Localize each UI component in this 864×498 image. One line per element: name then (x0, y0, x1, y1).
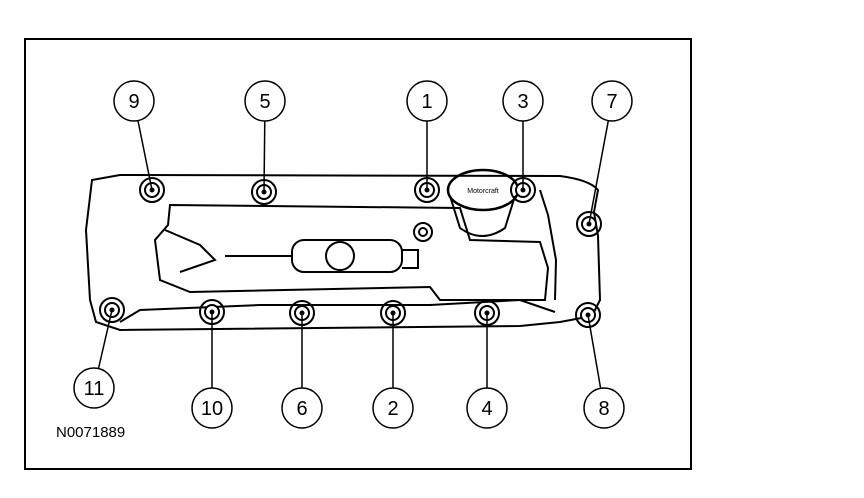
callout-label-5: 5 (259, 91, 270, 113)
breather-outlet (402, 249, 419, 269)
callout-label-2: 2 (387, 398, 398, 420)
callout-label-3: 3 (517, 91, 528, 113)
cover-channel (164, 229, 217, 273)
callout-circle-11 (73, 367, 115, 409)
callout-label-7: 7 (606, 91, 617, 113)
callout-label-9: 9 (128, 91, 139, 113)
callout-label-6: 6 (296, 398, 307, 420)
figure-id: N0071889 (56, 424, 126, 441)
callout-circle-6 (281, 387, 323, 429)
cover-lower-rib (119, 298, 556, 323)
callout-label-4: 4 (481, 398, 492, 420)
callout-layer: 1 2 3 4 5 6 7 8 9 10 11 (73, 80, 633, 429)
callout-circle-8 (583, 387, 625, 429)
leader-line-8 (587, 314, 602, 389)
callout-circle-9 (113, 80, 155, 122)
breather-port (325, 241, 355, 271)
bolt-boss-9 (139, 177, 165, 203)
callout-label-10: 10 (201, 398, 223, 420)
callout-label-11: 11 (84, 378, 105, 400)
bolt-boss-11 (99, 297, 125, 323)
callout-circle-4 (466, 387, 508, 429)
sensor-boss-inner (418, 227, 428, 237)
cover-ridge (153, 203, 550, 301)
callout-label-8: 8 (598, 398, 609, 420)
cover-outline (84, 173, 602, 332)
bolt-boss-8 (575, 302, 601, 328)
oil-filler-neck (449, 195, 516, 237)
callout-circle-1 (406, 80, 448, 122)
callout-circle-7 (591, 80, 633, 122)
sensor-boss (413, 222, 433, 242)
callout-label-1: 1 (421, 91, 432, 113)
callout-circle-10 (191, 387, 233, 429)
callout-circle-3 (502, 80, 544, 122)
leader-line-7 (588, 120, 610, 225)
valve-cover (84, 168, 602, 332)
leader-line-11 (97, 309, 113, 369)
leader-line-5 (263, 120, 266, 193)
oil-cap-emblem: Motorcraft (467, 188, 499, 195)
callout-circle-2 (372, 387, 414, 429)
leader-line-9 (137, 120, 153, 191)
cover-right-rib (539, 189, 558, 301)
bolt-boss-7 (576, 211, 602, 237)
callout-circle-5 (244, 80, 286, 122)
